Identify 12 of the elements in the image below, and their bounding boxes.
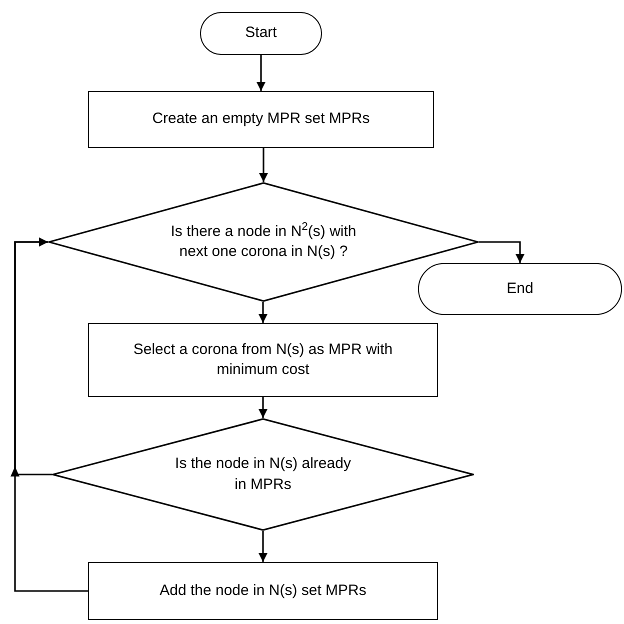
process-box (88, 91, 434, 148)
node-label: Add the node in N(s) set MPRs (160, 580, 366, 601)
node-label: Is there a node in N$^{2}$(s) with next one corona in N(s) ? (170, 222, 358, 262)
terminal-shape (200, 12, 322, 55)
node-label: Create an empty MPR set MPRs (152, 109, 370, 130)
node-label: Start (245, 23, 277, 44)
node-label: Is the node in N(s) already in MPRs (174, 454, 352, 494)
process-box (88, 323, 438, 397)
terminal-shape (418, 263, 622, 315)
node-label: End (506, 278, 534, 299)
node-label: Select a corona from N(s) as MPR with minimum cost (132, 340, 394, 380)
process-box (88, 562, 438, 620)
